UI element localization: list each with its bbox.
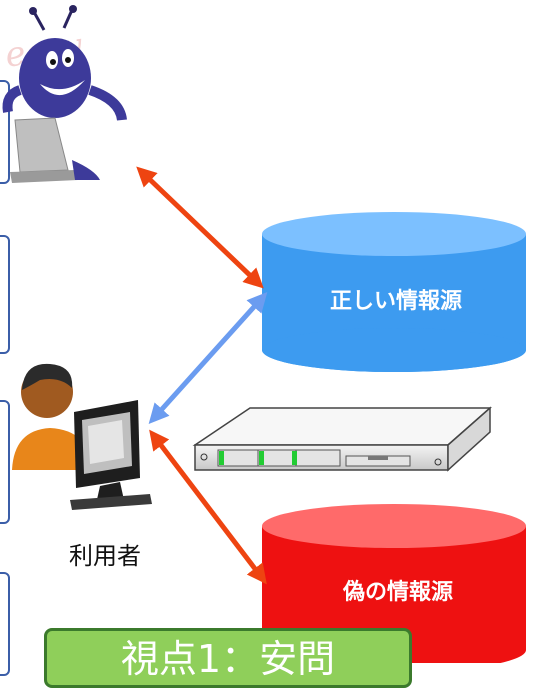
- user-label: 利用者: [69, 542, 141, 570]
- user-icon: [12, 363, 152, 510]
- left-bar-low: [0, 400, 10, 524]
- user-to-legit-arrow: [148, 292, 268, 424]
- left-bar-mid: [0, 235, 10, 354]
- server-icon: [192, 406, 492, 472]
- diagram-canvas: easy 正しい情報源: [2, 5, 526, 663]
- attacker-to-legit-arrow: [136, 166, 264, 289]
- fake-source-label: 偽の情報源: [342, 579, 453, 605]
- legit-source-label: 正しい情報源: [330, 288, 462, 314]
- legit-database: [262, 212, 526, 372]
- attacker-icon: [2, 5, 127, 183]
- viewpoint-banner: 視点1：安問: [44, 628, 412, 688]
- user-to-fake-arrow: [149, 429, 267, 585]
- left-bar-top: [0, 80, 10, 184]
